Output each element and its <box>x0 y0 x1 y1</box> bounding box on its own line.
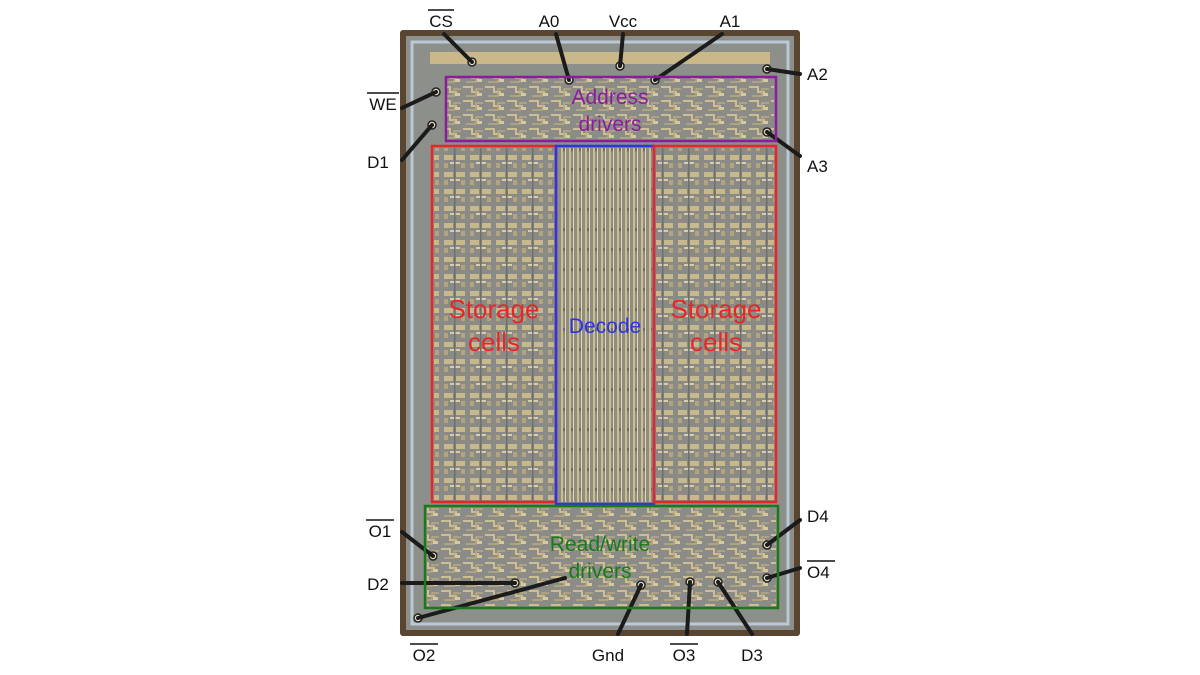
storage-left-label-line2: cells <box>468 327 520 357</box>
wire-cs <box>442 32 474 64</box>
pin-label-a0: A0 <box>539 12 560 31</box>
wire-a1 <box>653 32 724 82</box>
die-inner-edge <box>410 40 790 626</box>
wire-we <box>400 90 438 110</box>
decode-label: Decode <box>569 315 641 338</box>
storage-right-label-line1: Storage <box>670 294 761 324</box>
pin-label-cs: CS <box>429 12 453 31</box>
pin-label-d1: D1 <box>367 153 389 172</box>
address-logic-area <box>446 78 774 140</box>
pin-label-o4: O4 <box>807 563 830 582</box>
readwrite-logic-area <box>427 508 776 606</box>
pin-label-a2: A2 <box>807 65 828 84</box>
wire-o4 <box>765 566 802 580</box>
readwrite-label-line1: Read/write <box>550 533 650 556</box>
storage-right-box <box>652 144 778 504</box>
pin-label-a1: A1 <box>720 12 741 31</box>
pin-label-d2: D2 <box>367 575 389 594</box>
storage-left-label-line1: Storage <box>448 294 539 324</box>
storage-right-label-line2: cells <box>690 327 742 357</box>
wire-a2 <box>765 67 802 76</box>
pin-label-d4: D4 <box>807 507 829 526</box>
address-drivers-box <box>444 75 778 143</box>
wire-a3 <box>765 130 802 158</box>
pin-label-we: WE <box>369 95 396 114</box>
pin-label-o3: O3 <box>673 646 696 665</box>
bond-wires <box>400 32 802 636</box>
wire-d1 <box>400 123 434 162</box>
readwrite-drivers-box <box>423 504 780 610</box>
pin-label-a3: A3 <box>807 157 828 176</box>
top-metal-band <box>430 52 770 64</box>
wire-o2-a <box>416 576 567 620</box>
readwrite-label-line2: drivers <box>568 560 631 583</box>
address-label-line1: Address <box>571 86 648 109</box>
pin-label-o2: O2 <box>413 646 436 665</box>
pin-label-o1: O1 <box>369 522 392 541</box>
wire-vcc <box>618 32 625 68</box>
storage-left-array <box>434 148 554 502</box>
decode-array <box>558 148 652 502</box>
wire-d4 <box>765 518 802 547</box>
pin-label-d3: D3 <box>741 646 763 665</box>
wire-gnd <box>616 583 643 636</box>
storage-right-array <box>656 148 774 502</box>
pin-label-vcc: Vcc <box>609 12 638 31</box>
wire-a0 <box>554 32 571 82</box>
pin-label-gnd: Gnd <box>592 646 624 665</box>
wire-o1 <box>400 530 435 558</box>
address-label-line2: drivers <box>578 113 641 136</box>
